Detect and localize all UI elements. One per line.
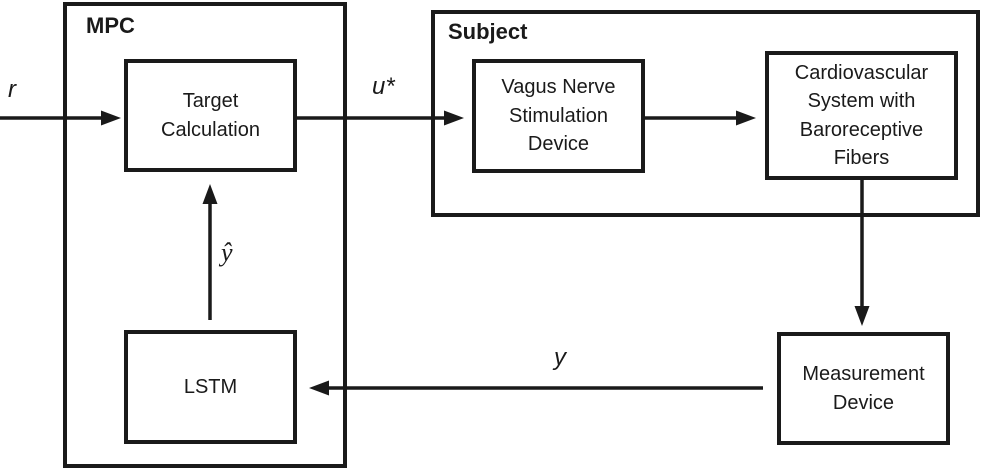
vagus-nerve-stimulation-device-block: Vagus Nerve Stimulation Device bbox=[472, 59, 645, 173]
vagus-nerve-stimulation-device-label: Vagus Nerve Stimulation Device bbox=[501, 76, 616, 156]
signal-label-measured-output: y bbox=[554, 344, 566, 371]
mpc-container bbox=[63, 2, 347, 468]
measurement-device-label: Measurement Device bbox=[802, 363, 925, 414]
subject-container-label: Subject bbox=[448, 19, 528, 44]
cardiovascular-system-block: Cardiovascular System with Baroreceptive… bbox=[765, 51, 958, 180]
signal-label-optimal-control: u* bbox=[372, 73, 395, 100]
lstm-block: LSTM bbox=[124, 330, 297, 444]
lstm-label: LSTM bbox=[183, 375, 238, 398]
measurement-device-block: Measurement Device bbox=[777, 332, 950, 445]
signal-label-reference: r bbox=[8, 76, 16, 103]
cardiovascular-system-label: Cardiovascular System with Baroreceptive… bbox=[794, 61, 929, 169]
target-calculation-block: Target Calculation bbox=[124, 59, 297, 172]
subject-container bbox=[431, 10, 980, 217]
signal-label-prediction: ŷ bbox=[221, 238, 233, 267]
target-calculation-label: Target Calculation bbox=[161, 90, 260, 141]
mpc-container-label: MPC bbox=[86, 13, 135, 38]
arrow-measured-output-feedback bbox=[309, 380, 763, 396]
